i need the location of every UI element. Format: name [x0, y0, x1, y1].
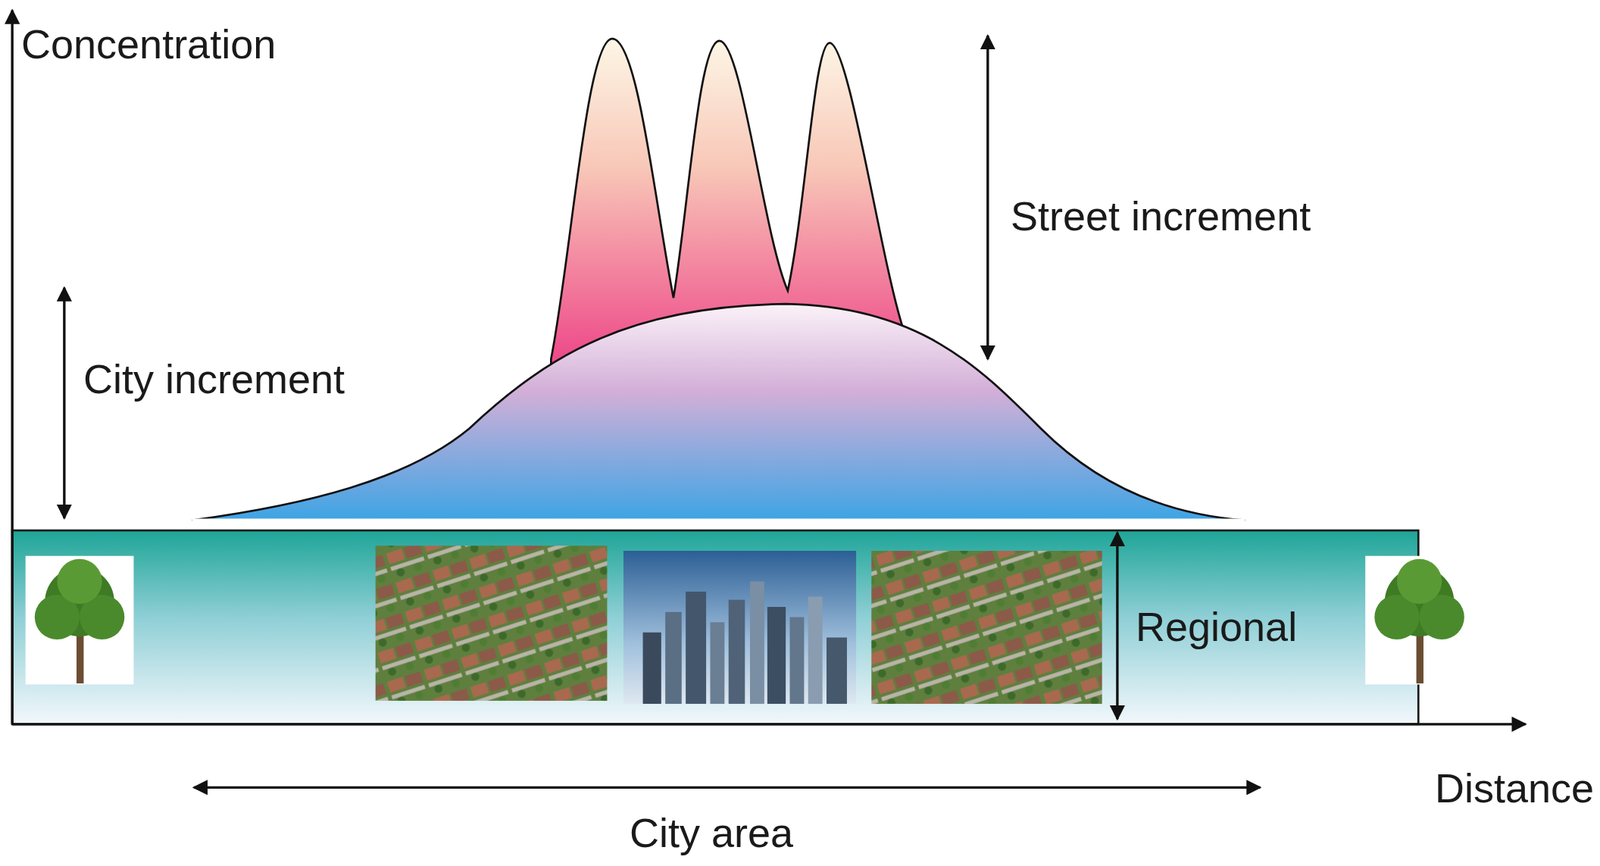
band-label: Regional: [1135, 604, 1297, 650]
axis-label: Concentration: [21, 21, 276, 67]
increment-label: Street increment: [1010, 193, 1311, 239]
extent-label: City area: [629, 810, 794, 856]
axis-label: Distance: [1434, 765, 1594, 811]
increment-label: City increment: [83, 356, 345, 402]
regional-band: Regional: [12, 530, 1419, 725]
